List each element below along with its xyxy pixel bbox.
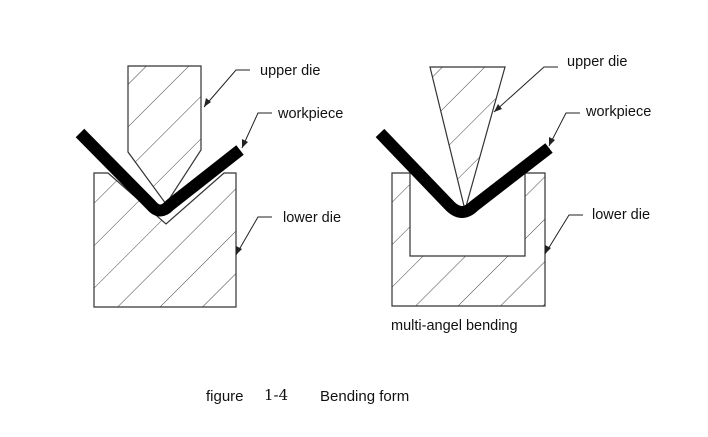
figure-title: Bending form [320,388,409,405]
left-bending-diagram: upper die workpiece lower die [75,63,343,308]
right-bending-diagram: upper die workpiece lower die multi-ange… [375,54,651,334]
right-upper-die-label: upper die [567,54,627,70]
figure-caption: figure 1-4 Bending form [206,386,409,405]
left-workpiece [75,128,244,217]
left-lower-die-label: lower die [283,210,341,226]
right-diagram-caption: multi-angel bending [391,318,518,334]
left-workpiece-label: workpiece [277,106,343,122]
right-workpiece-label: workpiece [585,104,651,120]
right-leader-lines [493,66,583,255]
left-upper-die-label: upper die [260,63,320,79]
left-upper-die [127,65,202,206]
right-upper-die [429,66,506,213]
figure-prefix: figure [206,388,244,405]
figure-number: 1-4 [264,386,288,404]
left-leader-lines [203,69,272,256]
right-workpiece [375,128,553,218]
right-lower-die-label: lower die [592,207,650,223]
